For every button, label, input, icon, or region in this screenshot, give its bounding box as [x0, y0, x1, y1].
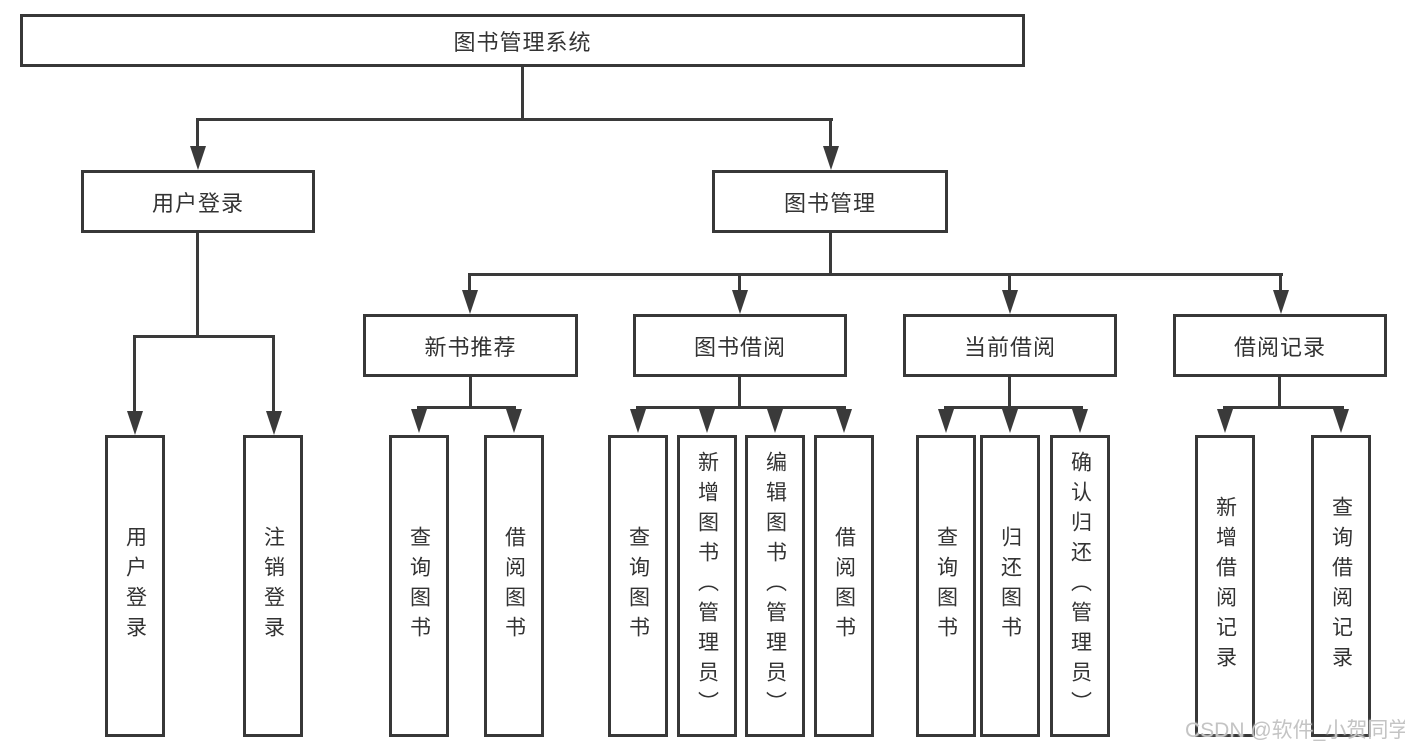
connector-stem: [1008, 377, 1011, 406]
node-current-borrowing: 当前借阅: [903, 314, 1117, 377]
leaf-logout: 注销登录: [243, 435, 303, 737]
arrowhead-down: [411, 409, 427, 433]
connector-stem: [196, 121, 199, 147]
arrowhead-down: [823, 146, 839, 170]
leaf-query-books: 查询图书: [916, 435, 976, 737]
node-label: 当前借阅: [963, 334, 1056, 360]
arrowhead-down: [732, 290, 748, 314]
leaf-label: 借阅图书: [502, 526, 526, 646]
connector-stem: [196, 233, 199, 335]
connector-stem: [829, 233, 832, 273]
leaf-label: 新增图书（管理员）: [695, 451, 719, 721]
connector-user-login-rail: [133, 335, 275, 338]
leaf-label: 确认归还（管理员）: [1068, 451, 1092, 721]
leaf-query-borrow-record: 查询借阅记录: [1311, 435, 1371, 737]
node-label: 用户登录: [151, 190, 244, 216]
leaf-label: 查询图书: [407, 526, 431, 646]
arrowhead-down: [1217, 409, 1233, 433]
connector-level2-rail: [196, 118, 833, 121]
leaf-label: 查询图书: [934, 526, 958, 646]
leaf-user-login: 用户登录: [105, 435, 165, 737]
node-label: 新书推荐: [424, 334, 517, 360]
leaf-add-books-admin: 新增图书（管理员）: [677, 435, 737, 737]
node-borrowing-records: 借阅记录: [1173, 314, 1387, 377]
arrowhead-down: [938, 409, 954, 433]
connector-rail: [636, 406, 846, 409]
connector-level3-rail: [468, 273, 1283, 276]
leaf-borrow-books: 借阅图书: [814, 435, 874, 737]
leaf-return-books: 归还图书: [980, 435, 1040, 737]
connector-stem: [738, 276, 741, 290]
arrowhead-down: [462, 290, 478, 314]
arrowhead-down: [1002, 409, 1018, 433]
leaf-add-borrow-record: 新增借阅记录: [1195, 435, 1255, 737]
node-user-login-branch: 用户登录: [81, 170, 315, 233]
connector-stem: [738, 377, 741, 406]
arrowhead-down: [506, 409, 522, 433]
arrowhead-down: [836, 409, 852, 433]
connector-stem: [1278, 377, 1281, 406]
arrowhead-down: [1333, 409, 1349, 433]
connector-root-stem: [521, 67, 524, 118]
node-label: 图书管理系统: [453, 29, 592, 55]
node-book-management-branch: 图书管理: [712, 170, 948, 233]
connector-stem: [829, 121, 832, 147]
connector-stem: [1008, 276, 1011, 290]
node-book-borrowing: 图书借阅: [633, 314, 847, 377]
arrowhead-down: [1072, 409, 1088, 433]
leaf-label: 查询借阅记录: [1329, 496, 1353, 676]
node-label: 图书借阅: [693, 334, 786, 360]
leaf-query-books: 查询图书: [608, 435, 668, 737]
leaf-label: 归还图书: [998, 526, 1022, 646]
leaf-query-books: 查询图书: [389, 435, 449, 737]
connector-rail: [944, 406, 1083, 409]
arrowhead-down: [630, 409, 646, 433]
leaf-edit-books-admin: 编辑图书（管理员）: [745, 435, 805, 737]
connector-stem: [272, 338, 275, 412]
leaf-label: 编辑图书（管理员）: [763, 451, 787, 721]
node-label: 图书管理: [783, 190, 876, 216]
connector-stem: [468, 276, 471, 290]
leaf-label: 用户登录: [123, 526, 147, 646]
arrowhead-down: [266, 411, 282, 435]
arrowhead-down: [127, 411, 143, 435]
arrowhead-down: [699, 409, 715, 433]
leaf-label: 查询图书: [626, 526, 650, 646]
node-new-book-recommend: 新书推荐: [363, 314, 578, 377]
connector-stem: [133, 338, 136, 412]
csdn-watermark: CSDN @软件_小贺同学: [1185, 719, 1405, 742]
arrowhead-down: [190, 146, 206, 170]
connector-stem: [469, 377, 472, 406]
leaf-confirm-return-admin: 确认归还（管理员）: [1050, 435, 1110, 737]
node-library-management-system: 图书管理系统: [20, 14, 1025, 67]
leaf-label: 注销登录: [261, 526, 285, 646]
arrowhead-down: [1002, 290, 1018, 314]
arrowhead-down: [767, 409, 783, 433]
leaf-label: 新增借阅记录: [1213, 496, 1237, 676]
connector-stem: [1279, 276, 1282, 290]
arrowhead-down: [1273, 290, 1289, 314]
connector-rail: [1223, 406, 1344, 409]
leaf-borrow-books: 借阅图书: [484, 435, 544, 737]
connector-rail: [417, 406, 516, 409]
leaf-label: 借阅图书: [832, 526, 856, 646]
node-label: 借阅记录: [1233, 334, 1326, 360]
